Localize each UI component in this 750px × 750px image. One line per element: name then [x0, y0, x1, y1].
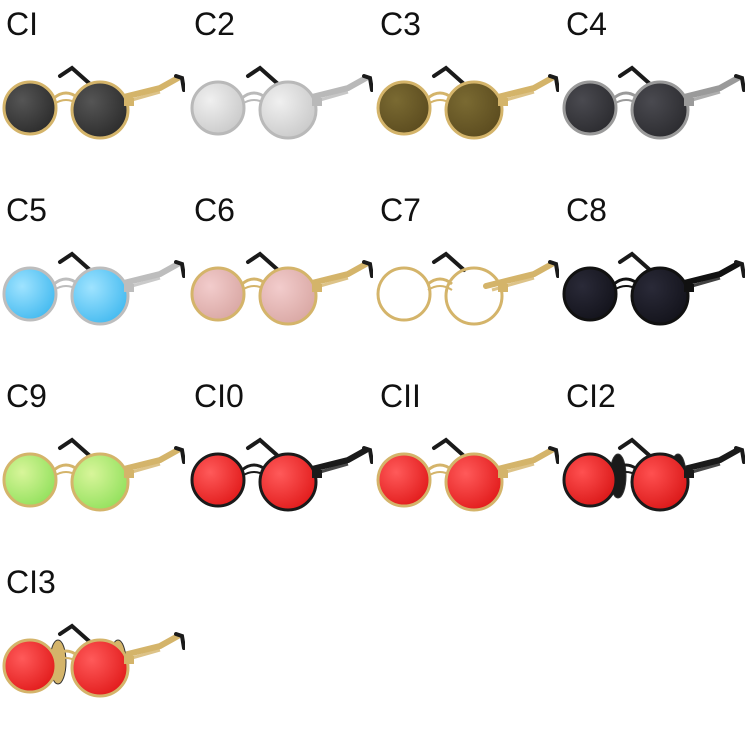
variant-label: C6 [194, 192, 235, 228]
lens-right [630, 266, 690, 326]
variant-label: CI0 [194, 378, 244, 414]
variant-cell: CII [374, 376, 559, 561]
variant-label: CI2 [566, 378, 616, 414]
variant-cell: C5 [0, 190, 185, 375]
lens-left [2, 80, 58, 136]
lens-right [258, 266, 318, 326]
variant-cell: C8 [560, 190, 745, 375]
lens-left [376, 266, 432, 322]
sunglasses-image [190, 437, 373, 512]
variant-label: C4 [566, 6, 607, 42]
sunglasses-image [376, 65, 559, 140]
sunglasses-image [2, 65, 185, 140]
lens-right [630, 80, 690, 140]
variant-label: C5 [6, 192, 47, 228]
lens-left [562, 452, 618, 508]
lens-left [2, 452, 58, 508]
variant-label: CI [6, 6, 38, 42]
variant-cell: C2 [188, 4, 373, 189]
lens-right [630, 452, 690, 512]
lens-left [2, 266, 58, 322]
lens-right [444, 266, 504, 326]
lens-left [190, 452, 246, 508]
lens-right [444, 80, 504, 140]
variant-cell: C7 [374, 190, 559, 375]
lens-left [562, 80, 618, 136]
lens-left [2, 638, 58, 694]
lens-right [444, 452, 504, 512]
lens-right [70, 80, 130, 140]
lens-right [258, 452, 318, 512]
variant-label: C3 [380, 6, 421, 42]
lens-left [190, 266, 246, 322]
sunglasses-image [376, 251, 559, 326]
lens-right [70, 638, 130, 698]
lens-left [562, 266, 618, 322]
sunglasses-image [190, 65, 373, 140]
variant-label: CII [380, 378, 421, 414]
variant-label: C7 [380, 192, 421, 228]
lens-left [376, 452, 432, 508]
variant-label: C9 [6, 378, 47, 414]
variant-cell: C6 [188, 190, 373, 375]
variant-cell: C4 [560, 4, 745, 189]
lens-right [258, 80, 318, 140]
lens-left [190, 80, 246, 136]
sunglasses-image [2, 623, 185, 698]
variant-cell: CI3 [0, 562, 185, 747]
lens-left [376, 80, 432, 136]
lens-right [70, 266, 130, 326]
sunglasses-image [2, 251, 185, 326]
variant-label: C8 [566, 192, 607, 228]
variant-cell: CI [0, 4, 185, 189]
sunglasses-image [562, 437, 745, 512]
variant-cell: CI0 [188, 376, 373, 561]
variant-cell: C3 [374, 4, 559, 189]
sunglasses-image [562, 251, 745, 326]
sunglasses-image [2, 437, 185, 512]
variant-label: C2 [194, 6, 235, 42]
sunglasses-image [190, 251, 373, 326]
sunglasses-image [562, 65, 745, 140]
variant-label: CI3 [6, 564, 56, 600]
lens-right [70, 452, 130, 512]
variant-cell: C9 [0, 376, 185, 561]
sunglasses-image [376, 437, 559, 512]
variant-cell: CI2 [560, 376, 745, 561]
